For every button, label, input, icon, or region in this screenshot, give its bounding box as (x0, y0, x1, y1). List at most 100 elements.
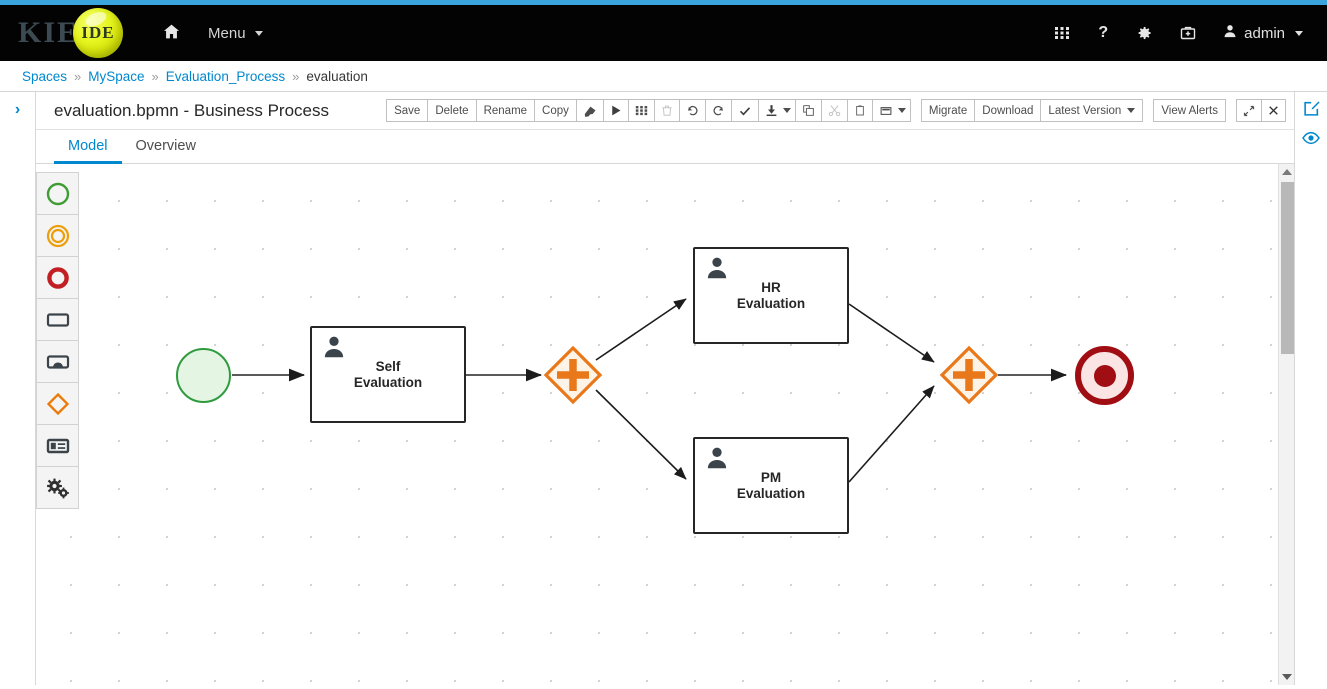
tab-overview[interactable]: Overview (135, 138, 196, 154)
intermediate-event-tool[interactable] (36, 214, 79, 257)
scroll-up-arrow-icon[interactable] (1279, 164, 1294, 180)
tab-model[interactable]: Model (54, 134, 122, 164)
masthead-actions: ? admin (1041, 16, 1315, 50)
flow-split-to-pm (595, 389, 687, 480)
breadcrumb-item-evaluation-process[interactable]: Evaluation_Process (165, 68, 286, 84)
left-panel-collapsed: › (0, 92, 36, 685)
editor-panel: evaluation.bpmn - Business Process Save … (36, 92, 1295, 685)
paste-icon[interactable] (846, 99, 873, 122)
breadcrumb-separator: » (74, 68, 82, 84)
data-object-tool[interactable] (36, 424, 79, 467)
expand-arrows-icon[interactable] (1236, 99, 1262, 122)
play-icon[interactable] (602, 99, 629, 122)
migrate-button[interactable]: Migrate (920, 99, 976, 122)
scroll-down-arrow-icon[interactable] (1279, 669, 1294, 685)
canvas-vertical-scrollbar[interactable] (1278, 164, 1294, 685)
scrollbar-thumb[interactable] (1281, 182, 1294, 354)
right-panel-collapsed (1295, 92, 1327, 685)
bpmn-canvas[interactable]: Self Evaluation HR Eval (36, 164, 1278, 685)
breadcrumb-item-spaces[interactable]: Spaces (22, 68, 68, 84)
cut-scissors-icon (820, 99, 848, 122)
end-event-icon (46, 266, 69, 289)
task-hr-evaluation[interactable]: HR Evaluation (693, 247, 849, 344)
task-label: PM Evaluation (736, 469, 806, 501)
download-button[interactable]: Download (974, 99, 1042, 122)
toolbar-group-alerts: View Alerts (1153, 99, 1226, 122)
canvas-container: Self Evaluation HR Eval (36, 164, 1294, 685)
check-icon[interactable] (730, 99, 759, 122)
trash-icon (653, 99, 680, 122)
brand-kie-text: KIE (18, 16, 80, 49)
page-title: evaluation.bpmn - Business Process (54, 100, 329, 120)
editor-tabs: Model Overview (36, 130, 1294, 164)
copy-button[interactable]: Copy (534, 99, 577, 122)
expand-left-panel-button[interactable]: › (14, 101, 21, 118)
user-task-icon (705, 256, 729, 285)
gears-icon (46, 478, 69, 498)
chevron-down-icon (254, 30, 263, 36)
close-icon[interactable] (1261, 99, 1286, 122)
brand-ide-text: IDE (81, 23, 115, 42)
start-event-tool[interactable] (36, 172, 79, 215)
end-event[interactable] (1075, 346, 1134, 405)
start-event-icon (46, 182, 69, 205)
gateway-diamond-icon (543, 345, 603, 405)
toolbar-group-primary: Save Delete Rename Copy (386, 99, 911, 122)
gateway-parallel-join[interactable] (939, 345, 999, 405)
intermediate-event-icon (46, 224, 69, 247)
delete-button[interactable]: Delete (427, 99, 477, 122)
masthead-nav: Menu (151, 15, 275, 52)
avatar-user-icon (1223, 24, 1237, 42)
toolbar-group-window (1236, 99, 1286, 122)
gateway-parallel-split[interactable] (543, 345, 603, 405)
breadcrumb-item-myspace[interactable]: MySpace (88, 68, 145, 84)
start-event[interactable] (176, 348, 231, 403)
editor-toolbar: Save Delete Rename Copy (386, 99, 1288, 122)
task-label: HR Evaluation (736, 279, 806, 311)
help-icon[interactable]: ? (1098, 24, 1109, 41)
flow-hr-to-join (848, 303, 935, 363)
diagram-svg (232, 298, 1067, 483)
layout-view-icon[interactable] (871, 99, 911, 122)
top-accent-bar (0, 0, 1327, 5)
end-event-tool[interactable] (36, 256, 79, 299)
duplicate-icon[interactable] (794, 99, 822, 122)
user-name-label: admin (1244, 24, 1285, 42)
toolbox-icon[interactable] (1167, 16, 1209, 50)
user-task-icon (705, 446, 729, 475)
service-tasks-tool[interactable] (36, 466, 79, 509)
settings-gear-icon[interactable] (1123, 16, 1165, 50)
menu-button[interactable]: Menu (196, 17, 275, 50)
user-task-icon (322, 335, 346, 364)
toolbar-group-versioning: Migrate Download Latest Version (920, 99, 1144, 122)
task-self-evaluation[interactable]: Self Evaluation (310, 326, 466, 423)
download-icon[interactable] (757, 99, 796, 122)
chevron-down-icon (897, 108, 906, 113)
view-alerts-button[interactable]: View Alerts (1153, 99, 1226, 122)
task-label: Self Evaluation (353, 358, 423, 390)
preview-eye-icon[interactable] (1302, 131, 1320, 145)
version-selector[interactable]: Latest Version (1040, 99, 1144, 122)
editor-header: evaluation.bpmn - Business Process Save … (36, 92, 1294, 130)
main-area: › evaluation.bpmn - Business Process Sav… (0, 92, 1327, 685)
user-menu[interactable]: admin (1211, 16, 1315, 50)
apps-grid-icon[interactable] (1041, 16, 1083, 50)
task-tool[interactable] (36, 298, 79, 341)
task-pm-evaluation[interactable]: PM Evaluation (693, 437, 849, 534)
edit-pencil-icon[interactable] (1303, 100, 1320, 117)
brand-logo[interactable]: KIE IDE (18, 8, 124, 58)
menu-label: Menu (208, 24, 246, 42)
eraser-icon[interactable] (575, 99, 604, 122)
save-button[interactable]: Save (386, 99, 429, 122)
redo-icon[interactable] (704, 99, 732, 122)
task-rectangle-icon (46, 312, 69, 327)
rename-button[interactable]: Rename (475, 99, 536, 122)
subprocess-tool[interactable] (36, 340, 79, 383)
home-button[interactable] (151, 15, 192, 52)
grid-icon[interactable] (627, 99, 655, 122)
gateway-tool[interactable] (36, 382, 79, 425)
breadcrumb-separator: » (151, 68, 159, 84)
subprocess-icon (46, 354, 69, 369)
gateway-diamond-icon (939, 345, 999, 405)
undo-icon[interactable] (678, 99, 706, 122)
